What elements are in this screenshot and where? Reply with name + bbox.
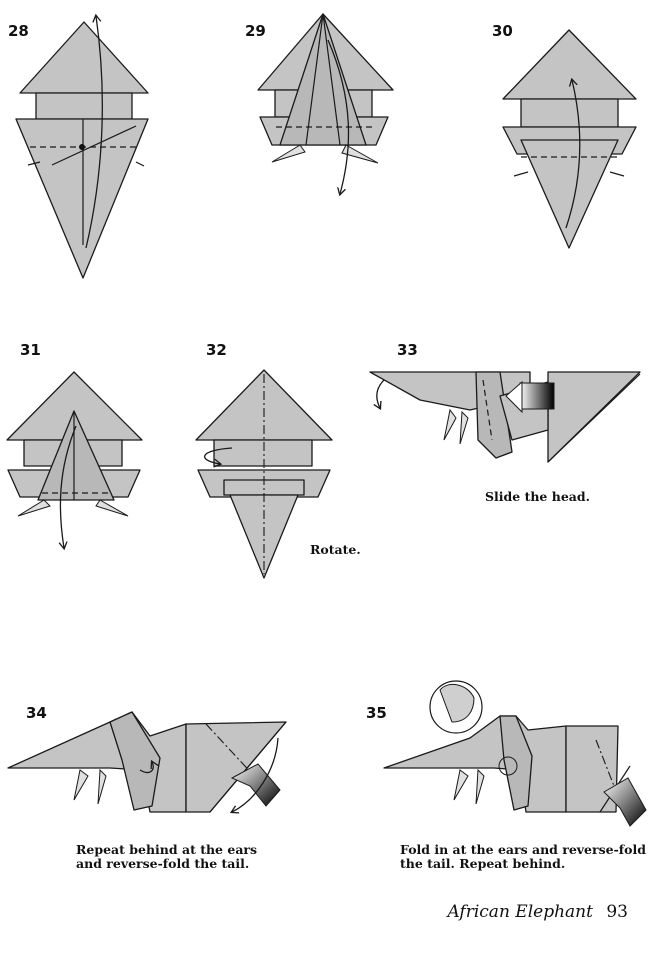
step-35-caption: Fold in at the ears and reverse-fold the… xyxy=(400,843,646,871)
step-number-32: 32 xyxy=(206,341,227,359)
step-31-figure xyxy=(6,371,143,548)
step-number-29: 29 xyxy=(245,22,266,40)
step-number-35: 35 xyxy=(366,704,387,722)
page-number: 93 xyxy=(606,902,628,922)
step-28-figure xyxy=(15,16,149,279)
step-33-figure xyxy=(369,371,641,463)
step-number-33: 33 xyxy=(397,341,418,359)
book-section-title: African Elephant xyxy=(447,902,593,922)
step-number-28: 28 xyxy=(8,22,29,40)
page-footer: African Elephant 93 xyxy=(447,902,628,922)
step-number-34: 34 xyxy=(26,704,47,722)
step-34-caption-line-2: and reverse-fold the tail. xyxy=(76,856,250,871)
step-34-figure xyxy=(7,711,287,812)
step-35-caption-line-2: the tail. Repeat behind. xyxy=(400,856,566,871)
step-30-figure xyxy=(502,29,637,249)
step-34-caption: Repeat behind at the ears and reverse-fo… xyxy=(76,843,257,871)
step-number-30: 30 xyxy=(492,22,513,40)
step-34-caption-line-1: Repeat behind at the ears xyxy=(76,842,258,857)
step-32-figure xyxy=(195,369,333,579)
step-32-caption: Rotate. xyxy=(310,542,361,557)
step-33-caption: Slide the head. xyxy=(485,489,590,504)
step-number-31: 31 xyxy=(20,341,41,359)
step-29-figure xyxy=(257,13,394,194)
step-35-figure xyxy=(383,680,647,827)
step-35-caption-line-1: Fold in at the ears and reverse-fold xyxy=(400,842,646,857)
